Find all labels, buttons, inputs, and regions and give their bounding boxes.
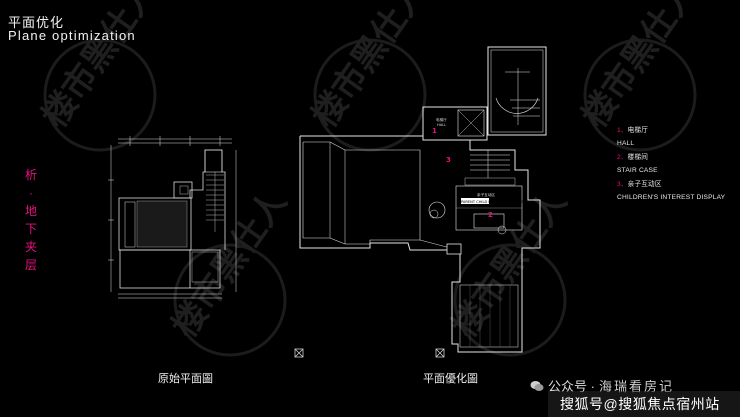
- legend: 1、电梯厅 HALL 2、楼梯间 STAIR CASE 3、亲子互动区 CHIL…: [617, 124, 725, 204]
- marker-stair: 2: [488, 211, 493, 219]
- marker-interest: 3: [446, 156, 451, 164]
- legend-item-en: CHILDREN'S INTEREST DISPLAY: [617, 194, 726, 202]
- original-plan-caption: 原始平面圖: [158, 373, 213, 385]
- legend-item-en: HALL: [617, 140, 635, 148]
- legend-item: 1、电梯厅: [617, 127, 649, 134]
- hall-label-en: HALL: [437, 123, 446, 127]
- hall-label: 电梯厅: [436, 117, 447, 122]
- interest-label: 亲子互动区: [477, 192, 495, 197]
- wechat-attribution: 公众号 · 海瑞看房记: [530, 376, 674, 395]
- optimized-plan-caption: 平面優化圖: [423, 373, 478, 385]
- sohu-footer: 搜狐号@搜狐焦点宿州站: [548, 391, 740, 417]
- page-subtitle: Plane optimization: [8, 28, 136, 43]
- legend-item: 2、楼梯间: [617, 153, 649, 161]
- optimized-floor-plan: [299, 46, 547, 353]
- page-title: 平面优化: [8, 15, 65, 30]
- interest-label-en: PARENT CHILD INTERACTION AREA: [461, 200, 524, 204]
- legend-item: 3、亲子互动区: [617, 180, 662, 188]
- marker-hall: 1: [432, 127, 437, 135]
- section-label: 析 · 地 下 夹 层: [24, 168, 37, 272]
- north-marker: [294, 348, 445, 358]
- wechat-icon: [530, 380, 544, 391]
- legend-item-en: STAIR CASE: [617, 167, 658, 175]
- original-floor-plan: [108, 136, 237, 299]
